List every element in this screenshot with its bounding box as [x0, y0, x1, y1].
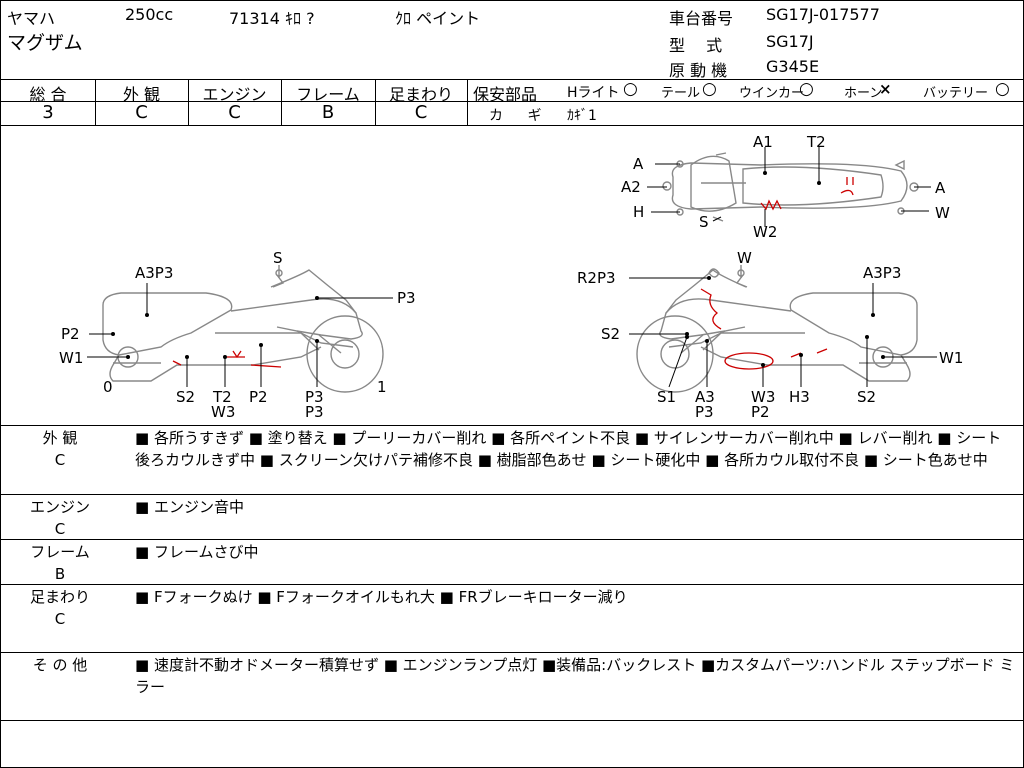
label-left-a3p3: A3P3 — [135, 264, 174, 282]
headlight-label: Hライト — [567, 85, 620, 101]
label-right-a3: A3 — [695, 388, 715, 406]
label-left-p3: P3 — [397, 289, 416, 307]
grade-exterior-value: C — [135, 102, 148, 123]
type-label: 型 式 — [669, 36, 731, 55]
divider — [95, 79, 96, 125]
section-exterior-title: 外 観 — [42, 429, 78, 447]
label-left-s: S — [273, 249, 283, 267]
horn-mark: × — [879, 80, 892, 98]
label-right-h3: H3 — [789, 388, 810, 406]
key-label: カ ギ — [489, 108, 552, 124]
label-left-one: 1 — [377, 378, 387, 396]
section-engine-title: エンジン — [29, 498, 90, 516]
section-frame-text: ■ フレームさび中 — [135, 543, 259, 561]
grade-overall-value: 3 — [42, 102, 54, 123]
divider — [1, 539, 1023, 540]
label-right-s2: S2 — [601, 325, 621, 343]
label-top-a1: A1 — [753, 133, 773, 151]
label-top-a-left: A — [633, 155, 644, 173]
tail-mark: ○ — [702, 79, 717, 99]
tail-label: テール — [661, 86, 701, 101]
grade-suspension-label: 足まわり — [388, 85, 453, 104]
type-value: SG17J — [766, 32, 814, 51]
label-top-a2: A2 — [621, 178, 641, 196]
chassis-value: SG17J-017577 — [766, 5, 880, 24]
mileage: 71314 ｷﾛ ? — [229, 9, 315, 28]
divider — [1, 652, 1023, 653]
grade-engine-label: エンジン — [202, 85, 267, 104]
divider — [1, 425, 1023, 426]
displacement: 250cc — [125, 5, 174, 24]
grade-exterior-label: 外 観 — [122, 85, 161, 104]
label-left-p2b: P2 — [249, 388, 268, 406]
section-suspension-grade: C — [54, 610, 66, 628]
engine-label: 原 動 機 — [669, 61, 728, 80]
divider — [1, 720, 1023, 721]
divider — [467, 101, 1023, 102]
winker-label: ウインカー — [739, 86, 805, 101]
color: ｸﾛ ペイント — [395, 9, 481, 28]
divider — [188, 79, 189, 125]
battery-label: バッテリー — [923, 86, 989, 101]
section-engine-text: ■ エンジン音中 — [135, 498, 244, 516]
headlight-mark: ○ — [623, 79, 638, 99]
label-left-t2: T2 — [213, 388, 232, 406]
chassis-label: 車台番号 — [669, 9, 734, 28]
divider — [467, 79, 468, 125]
label-left-p2: P2 — [61, 325, 80, 343]
grade-overall-label: 総 合 — [29, 85, 67, 104]
section-other-title: そ の 他 — [32, 656, 88, 674]
section-other-text: ■ 速度計不動オドメーター積算せず ■ エンジンランプ点灯 ■装備品:バックレス… — [135, 656, 1015, 696]
divider — [1, 79, 1023, 80]
section-suspension-text: ■ Fフォークぬけ ■ Fフォークオイルもれ大 ■ FRブレーキローター減り — [135, 588, 628, 606]
label-right-a3p3: A3P3 — [863, 264, 902, 282]
divider — [1, 494, 1023, 495]
label-right-r2p3: R2P3 — [577, 269, 616, 287]
horn-label: ホーン — [844, 86, 883, 101]
divider — [1, 101, 467, 102]
safety-title: 保安部品 — [473, 85, 538, 104]
label-right-p2: P2 — [751, 403, 770, 421]
label-right-s1: S1 — [657, 388, 677, 406]
divider — [1, 584, 1023, 585]
label-left-p3b: P3 — [305, 403, 324, 421]
model-name: マグザム — [7, 32, 83, 54]
label-left-p3a: P3 — [305, 388, 324, 406]
label-right-w1: W1 — [939, 349, 964, 367]
label-left-zero: 0 — [103, 378, 113, 396]
section-frame-title: フレーム — [30, 543, 90, 561]
grade-engine-value: C — [228, 102, 241, 123]
label-left-w1: W1 — [59, 349, 84, 367]
label-left-s2: S2 — [176, 388, 196, 406]
label-top-s: S — [699, 213, 709, 231]
grade-suspension-value: C — [414, 102, 428, 123]
label-top-h: H — [633, 203, 645, 221]
label-top-a-right: A — [935, 179, 946, 197]
label-top-t2: T2 — [807, 133, 826, 151]
label-right-p3: P3 — [695, 403, 714, 421]
section-engine-grade: C — [54, 520, 66, 538]
label-right-s2b: S2 — [857, 388, 877, 406]
engine-value: G345E — [766, 57, 820, 76]
section-suspension-title: 足まわり — [29, 588, 90, 606]
key-value: ｶｷﾞ1 — [567, 108, 597, 124]
battery-mark: ○ — [995, 79, 1010, 99]
divider — [281, 79, 282, 125]
section-frame-grade: B — [54, 565, 66, 583]
section-exterior-text: ■ 各所うすきず ■ 塗り替え ■ プーリーカバー削れ ■ 各所ペイント不良 ■… — [135, 429, 1002, 469]
label-left-w3: W3 — [211, 403, 236, 421]
label-top-w2: W2 — [753, 223, 778, 241]
label-right-w3: W3 — [751, 388, 776, 406]
maker: ヤマハ — [7, 9, 56, 28]
label-right-w: W — [737, 249, 752, 267]
scooter-diagram — [87, 147, 937, 393]
divider — [1, 125, 1023, 126]
section-exterior-grade: C — [54, 451, 66, 469]
divider — [375, 79, 376, 125]
label-top-w: W — [935, 204, 950, 222]
grade-frame-value: B — [321, 102, 335, 123]
grade-frame-label: フレーム — [296, 85, 360, 104]
winker-mark: ○ — [799, 79, 814, 99]
